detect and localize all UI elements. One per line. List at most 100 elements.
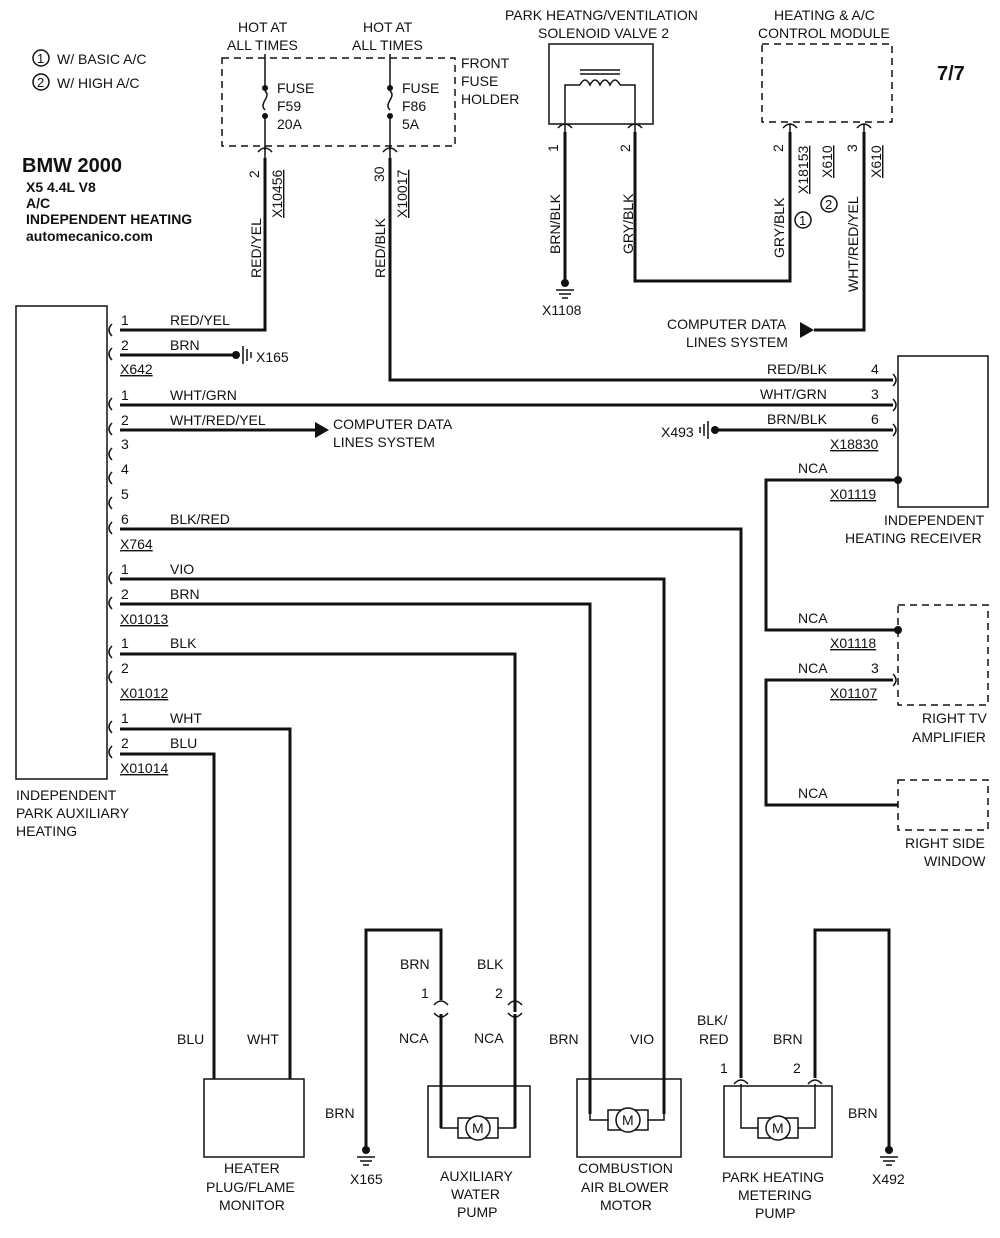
metering-wire-brn-ground: BRN: [848, 1105, 878, 1121]
x642-pin-1: 1: [121, 312, 129, 328]
pump-nca-left: NCA: [399, 1030, 429, 1046]
data-lines-arrow-icon: [800, 322, 814, 338]
aux-pump-name-a: AUXILIARY: [440, 1168, 514, 1184]
data-lines-label-b-mid: LINES SYSTEM: [333, 434, 435, 450]
fuse-f59-rating: 20A: [277, 116, 303, 132]
fuse-f86-symbol: [387, 90, 393, 111]
aux-heater-pin-marks: [108, 323, 113, 759]
hot-label-1b: ALL TIMES: [227, 37, 298, 53]
right-side-window: NCA RIGHT SIDE WINDOW: [798, 779, 989, 869]
right-tv-amplifier: NCA X01118 NCA 3 X01107 RIGHT TV AMPLIFI…: [798, 604, 989, 745]
conn-x01107: X01107: [830, 685, 877, 701]
system-label: A/C: [26, 195, 50, 211]
x642-wire-2: BRN: [170, 337, 200, 353]
aux-heater-box: [15, 305, 108, 780]
conn-x18153: X18153: [795, 146, 811, 194]
data-lines-label-a-top: COMPUTER DATA: [667, 316, 787, 332]
data-lines-label-b-top: LINES SYSTEM: [686, 334, 788, 350]
heater-plug-wire-wht: WHT: [247, 1031, 279, 1047]
conn-x10456: X10456: [269, 170, 285, 218]
wire-wht-red-yel-to-data: [814, 132, 866, 332]
receiver-wire-6: BRN/BLK: [767, 411, 828, 427]
fuse-f59-id: F59: [277, 98, 301, 114]
data-lines-arrow-left-icon: [315, 422, 329, 438]
solenoid-box: [548, 43, 654, 125]
conn-x610-a: X610: [819, 145, 835, 178]
module-name-b: CONTROL MODULE: [758, 25, 890, 41]
x642-pin-2: 2: [121, 337, 129, 353]
wire-blk: [120, 652, 517, 1012]
metering-wire-blk-red-b: RED: [699, 1031, 729, 1047]
fuse-holder-label-a: FRONT: [461, 55, 510, 71]
nca-bus: [764, 476, 902, 807]
legend-num-2: 2: [37, 75, 44, 90]
aux-heater-name-c: HEATING: [16, 823, 77, 839]
heater-plug-name-b: PLUG/FLAME: [206, 1179, 295, 1195]
hot-label-1a: HOT AT: [238, 19, 288, 35]
x764-pin-4: 4: [121, 461, 129, 477]
heater-plug-box: [203, 1078, 305, 1158]
heater-plug-name-c: MONITOR: [219, 1197, 285, 1213]
solenoid-valve-2: PARK HEATNG/VENTILATION SOLENOID VALVE 2…: [505, 7, 698, 318]
conn-x18830: X18830: [830, 436, 878, 452]
receiver-box: [897, 355, 989, 508]
pin-x10456: 2: [246, 170, 262, 178]
x01013-pin-1: 1: [121, 561, 129, 577]
independent-park-auxiliary-heating: INDEPENDENT PARK AUXILIARY HEATING 1 RED…: [15, 305, 893, 1114]
wire-blk-red: [120, 527, 743, 1078]
wire-wht: [120, 727, 292, 1079]
wire-gry-blk-loop: [633, 132, 792, 283]
conn-x610-b: X610: [868, 145, 884, 178]
x01012-pin-2: 2: [121, 660, 129, 676]
pump-pin-1: 1: [421, 985, 429, 1001]
hot-label-2b: ALL TIMES: [352, 37, 423, 53]
ground-x1108-label: X1108: [542, 302, 582, 318]
pump-nca-right: NCA: [474, 1030, 504, 1046]
solenoid-wire-2: GRY/BLK: [620, 193, 636, 254]
module-pin-3: 3: [844, 144, 860, 152]
wire-blu: [120, 752, 216, 1079]
legend: 1 W/ BASIC A/C 2 W/ HIGH A/C: [32, 49, 146, 91]
metering-pump-name-c: PUMP: [755, 1205, 795, 1221]
wire-red-blk-fuse: [388, 158, 893, 382]
svg-text:M: M: [472, 1120, 484, 1136]
pump-wire-brn-ground: BRN: [325, 1105, 355, 1121]
ground-x165-top-label: X165: [256, 349, 289, 365]
metering-wire-brn: BRN: [773, 1031, 803, 1047]
x01013-wire-2: BRN: [170, 586, 200, 602]
metering-pump-name-a: PARK HEATING: [722, 1169, 824, 1185]
x764-pin-5: 5: [121, 486, 129, 502]
solenoid-wire-1: BRN/BLK: [547, 193, 563, 254]
subsystem-label: INDEPENDENT HEATING: [26, 211, 192, 227]
conn-x10017: X10017: [394, 170, 410, 218]
blower-name-b: AIR BLOWER: [581, 1179, 669, 1195]
page-number: 7/7: [937, 63, 965, 85]
ground-x493-label: X493: [661, 424, 694, 440]
module-mark-circle-2: [820, 195, 838, 213]
x01014-pin-2: 2: [121, 735, 129, 751]
metering-pump-box: [723, 1085, 833, 1158]
front-fuse-holder: HOT AT ALL TIMES HOT AT ALL TIMES FRONT …: [221, 19, 519, 278]
hot-label-2a: HOT AT: [363, 19, 413, 35]
wire-brn-metering-ground: [813, 928, 891, 1150]
title-block: BMW 2000 X5 4.4L V8 A/C INDEPENDENT HEAT…: [22, 63, 965, 244]
wire-red-yel-fuse: [120, 158, 267, 332]
conn-x01014: X01014: [120, 760, 168, 776]
fuse-f86-id: F86: [402, 98, 426, 114]
heater-plug-flame-monitor: BLU WHT HEATER PLUG/FLAME MONITOR: [177, 1031, 305, 1213]
ground-x493-icon: [699, 421, 709, 439]
blower-motor-icon: M: [607, 1107, 649, 1133]
fuse-f59-label: FUSE: [277, 80, 314, 96]
conn-x01118: X01118: [830, 635, 876, 651]
x764-wire-1: WHT/GRN: [170, 387, 237, 403]
x764-pin-2: 2: [121, 412, 129, 428]
tv-amp-nca-1: NCA: [798, 610, 828, 626]
metering-pump-motor-icon: M: [757, 1115, 799, 1141]
aux-heater-name-a: INDEPENDENT: [16, 787, 117, 803]
ground-x492-icon: [880, 1156, 898, 1166]
blower-box: [576, 1078, 682, 1158]
vehicle-model: X5 4.4L V8: [26, 179, 96, 195]
blower-name-a: COMBUSTION: [578, 1160, 673, 1176]
ground-x165-bottom-label: X165: [350, 1171, 383, 1187]
